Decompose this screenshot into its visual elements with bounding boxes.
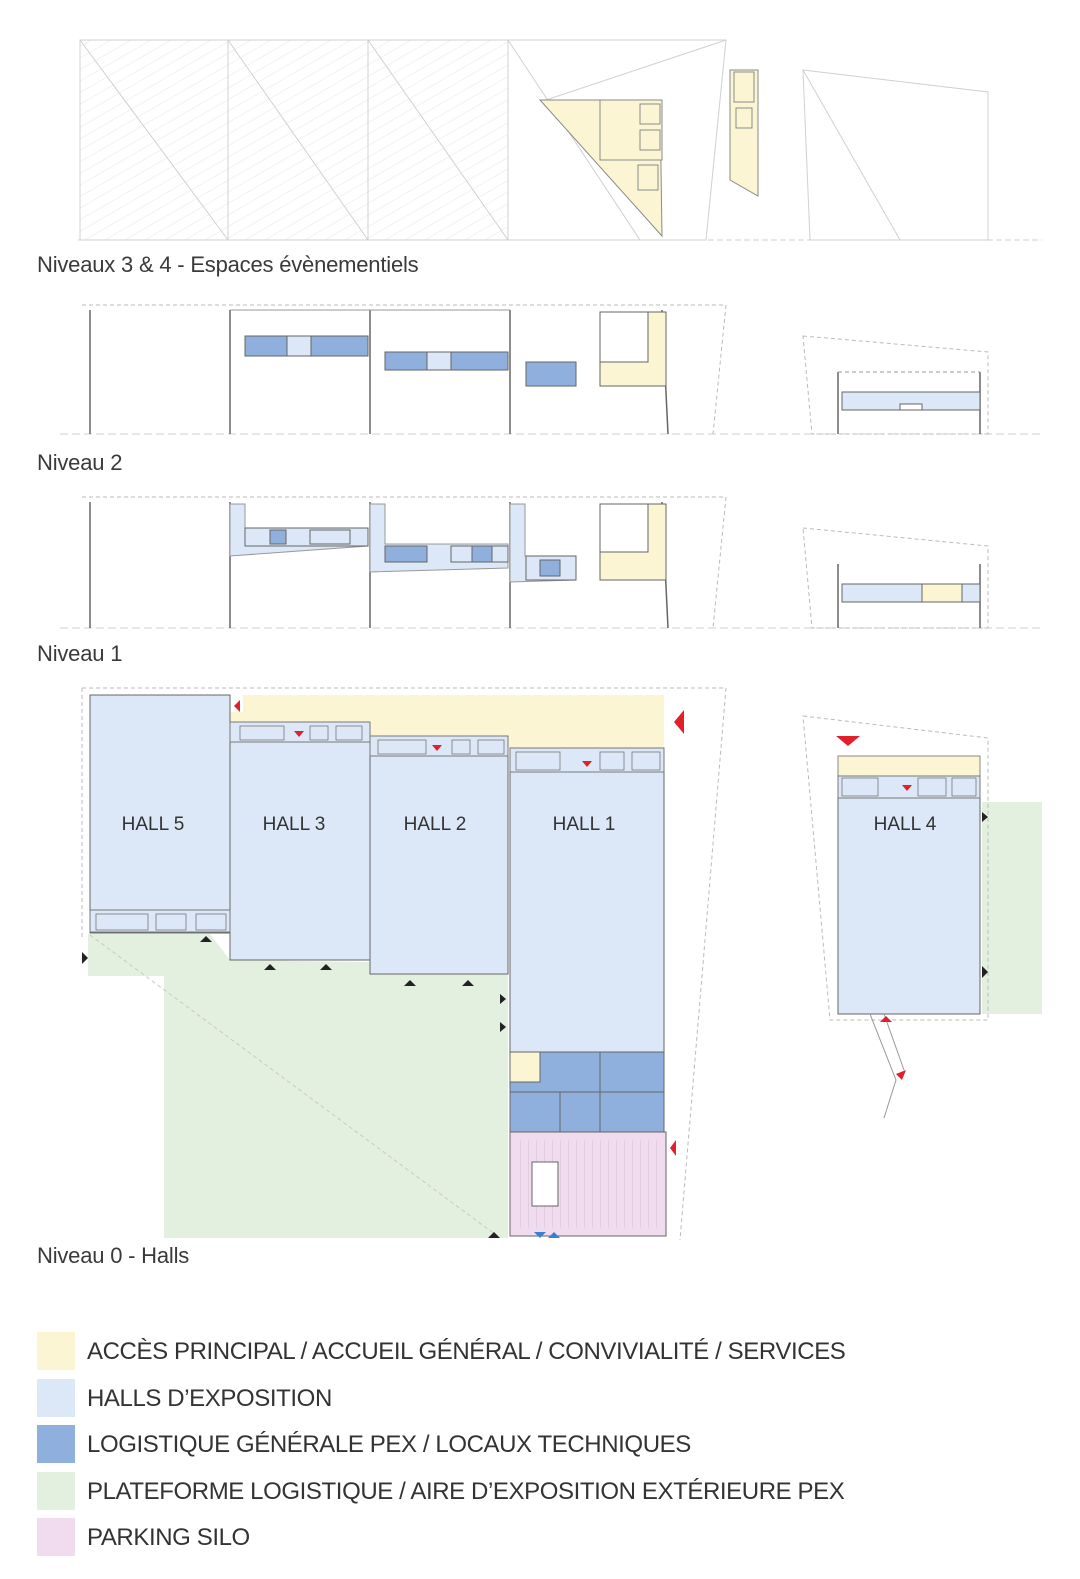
- legend-label: HALLS D’EXPOSITION: [87, 1384, 332, 1412]
- access-arrows: [234, 700, 912, 1156]
- zone-acces-principal: [230, 695, 664, 748]
- plan-level-1: [60, 496, 1042, 629]
- level-title-3-4: Niveaux 3 & 4 - Espaces évènementiels: [37, 252, 419, 277]
- legend-swatch: [37, 1378, 75, 1417]
- zone-hall-2: [369, 735, 509, 975]
- hall-label: HALL 2: [404, 814, 467, 835]
- zone-hall-1: [509, 747, 665, 1053]
- legend-label: LOGISTIQUE GÉNÉRALE PEX / LOCAUX TECHNIQ…: [87, 1431, 691, 1458]
- legend-swatch: [37, 1425, 75, 1463]
- legend-label: PARKING SILO: [87, 1524, 250, 1551]
- hall-label: HALL 4: [874, 814, 937, 835]
- zone-hall-5: [89, 694, 231, 934]
- zone-hall-3: [229, 721, 371, 961]
- plan-level-3-4: [78, 39, 1042, 241]
- hall-label: HALL 3: [263, 814, 326, 835]
- zone-plateforme: [88, 934, 508, 1238]
- level-title-1: Niveau 1: [37, 641, 123, 666]
- level-title-0: Niveau 0 - Halls: [37, 1243, 190, 1268]
- zone-hall-4: [837, 775, 981, 1015]
- legend-swatch: [37, 1518, 75, 1556]
- legend-swatch: [37, 1471, 75, 1510]
- plan-level-0: HALL 5 HALL 3 HALL 2 HALL 1 HALL 4: [81, 687, 1042, 1241]
- legend-label: ACCÈS PRINCIPAL / ACCUEIL GÉNÉRAL / CONV…: [87, 1338, 846, 1365]
- zone-plateforme-hall4: [982, 802, 1042, 1014]
- legend-label: PLATEFORME LOGISTIQUE / AIRE D’EXPOSITIO…: [87, 1477, 845, 1505]
- hall-label: HALL 5: [122, 814, 185, 835]
- hall-label: HALL 1: [553, 814, 616, 835]
- plan-level-2: [60, 304, 1042, 435]
- legend-swatch: [37, 1332, 75, 1370]
- level-title-2: Niveau 2: [37, 450, 123, 475]
